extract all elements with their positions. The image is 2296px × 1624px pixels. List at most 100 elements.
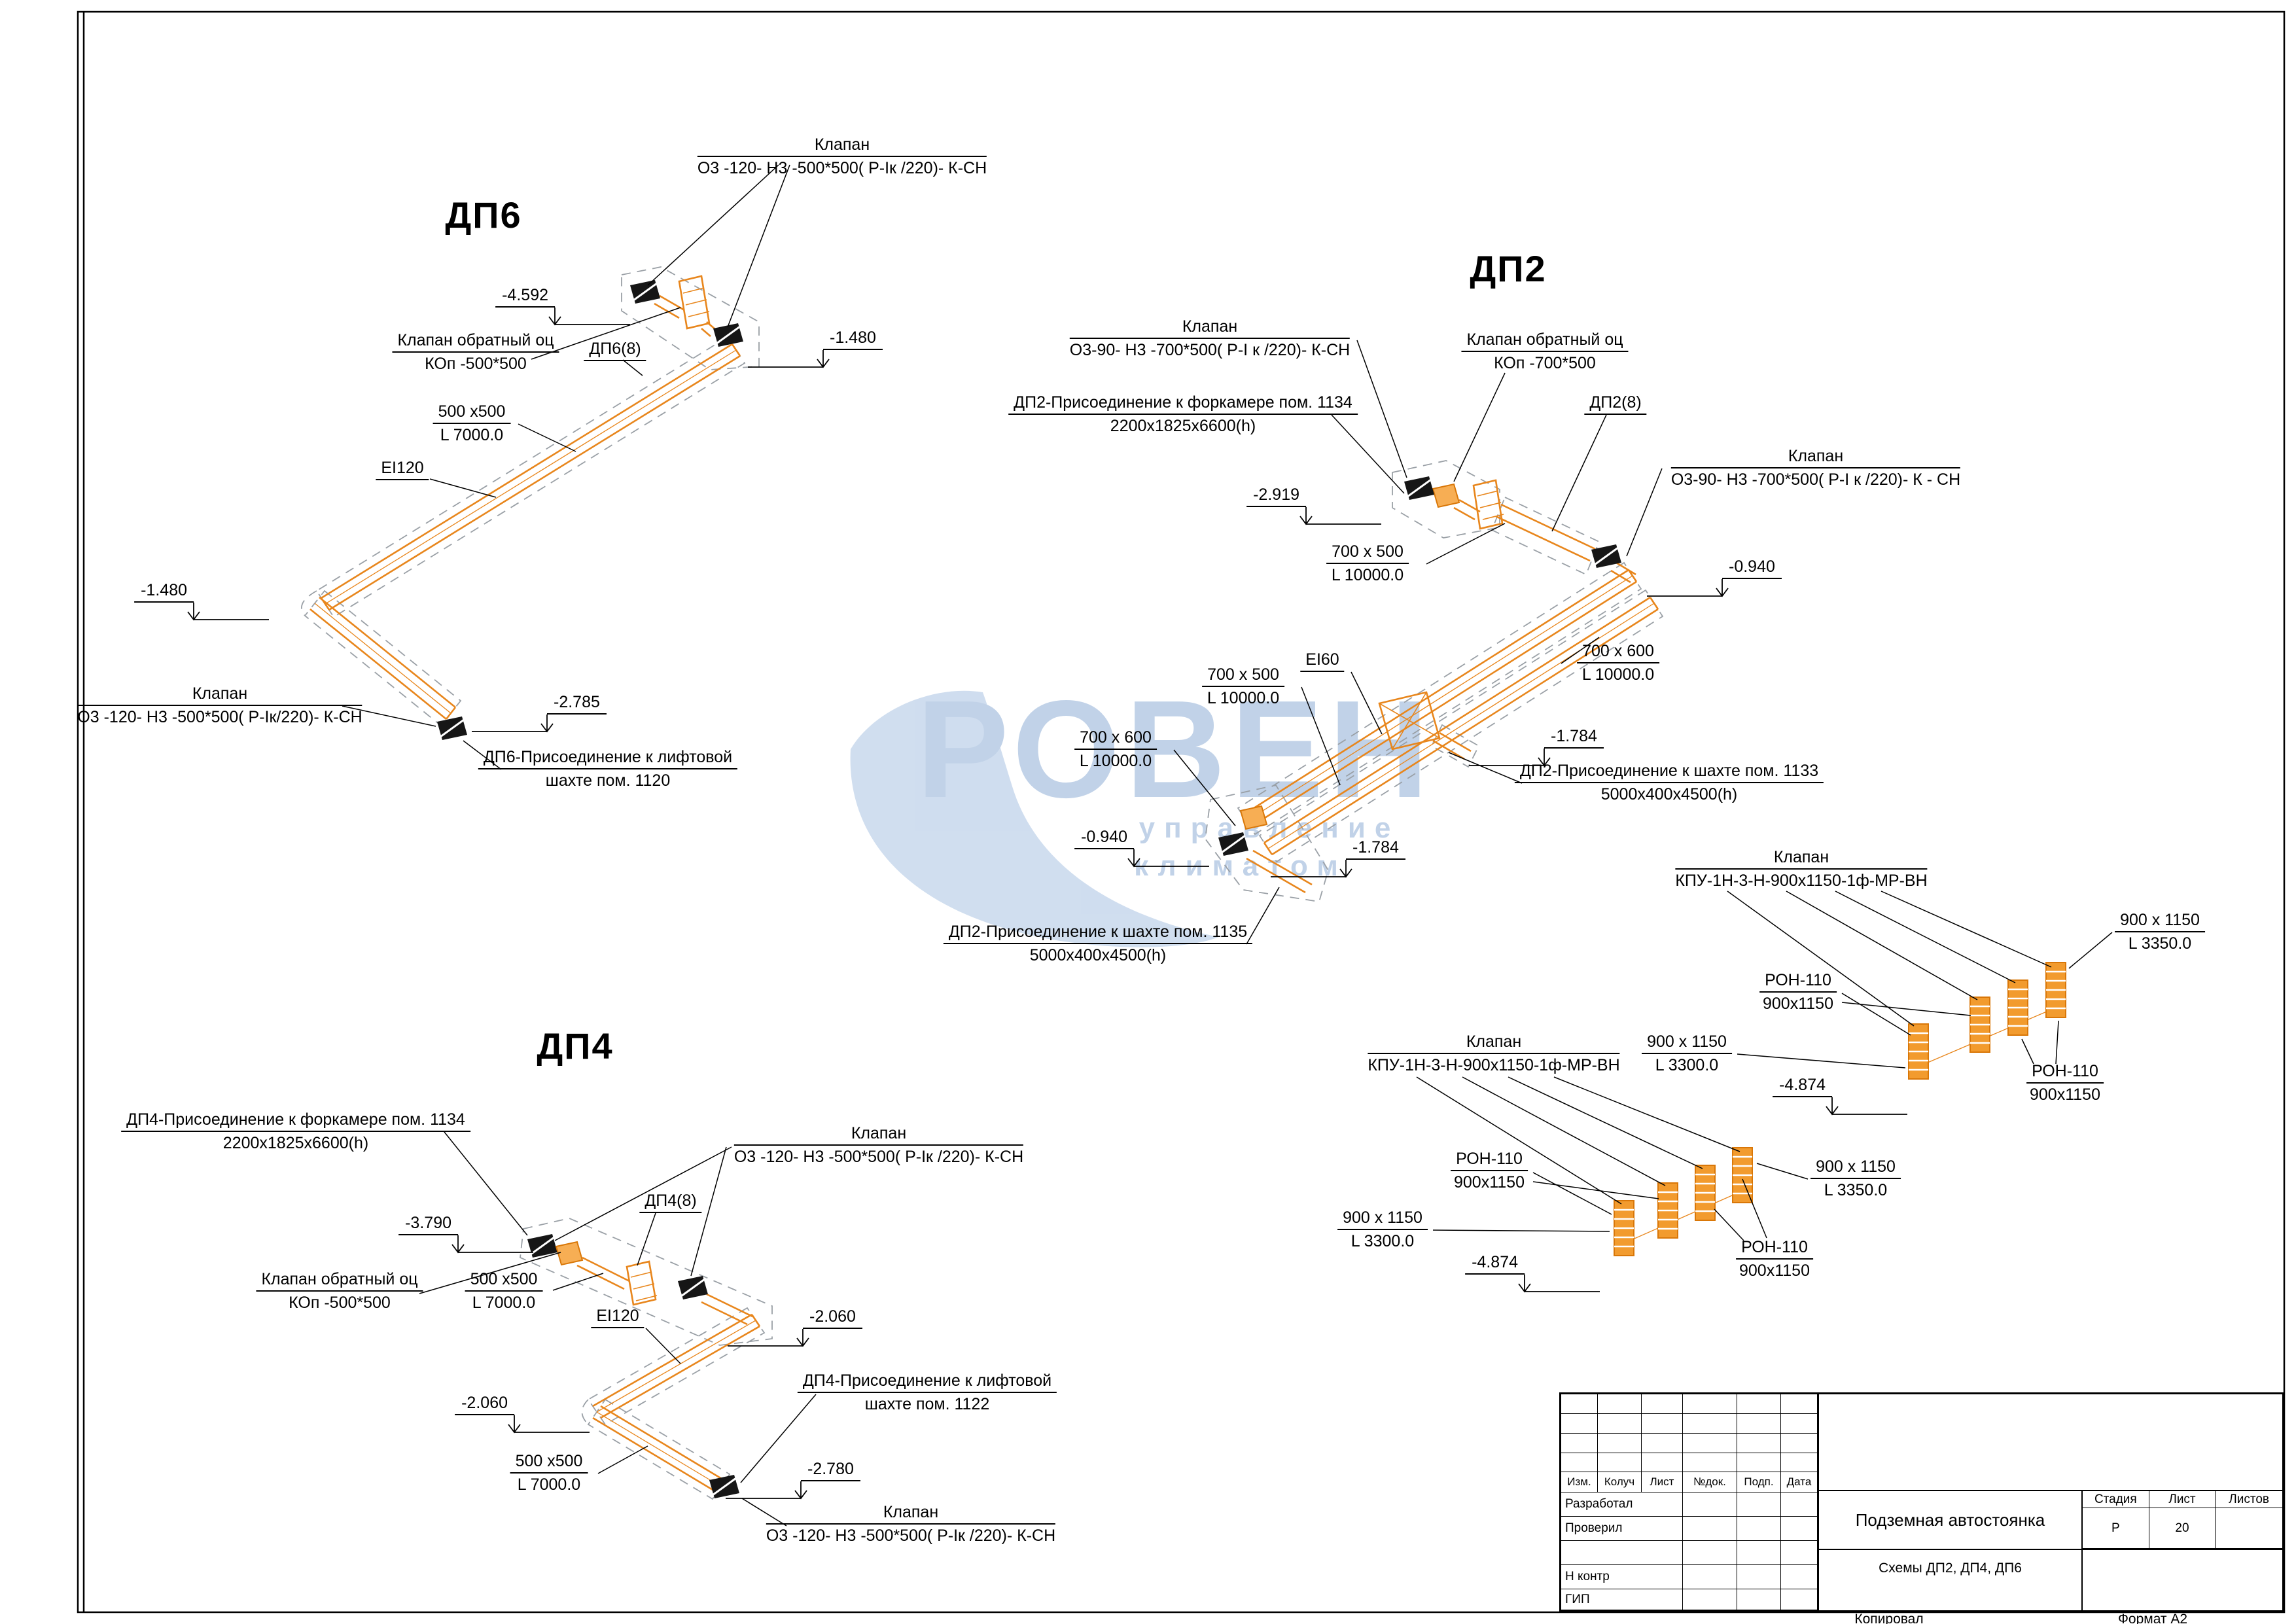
dp4-valve-mid-icon: [677, 1275, 709, 1301]
dp2-duct-scheme: [1127, 340, 1729, 945]
air-unit-icon: [1657, 1182, 1679, 1239]
dp2-conn-1135-note: ДП2-Присоединение к шахте пом. 1135 5000…: [943, 922, 1253, 965]
dp4-elev-2: -2.060: [803, 1307, 862, 1329]
dp2-end-box-icon: [1240, 805, 1267, 830]
air-unit-icon: [1613, 1199, 1635, 1257]
dp4-check-valve-note: Клапан обратный оц КОп -500*500: [256, 1269, 423, 1313]
air-unit-icon: [1731, 1146, 1754, 1204]
dp6-elev-right: -1.480: [823, 328, 883, 350]
elevation-marker: [1518, 1274, 1600, 1292]
organization-cell: [2083, 1550, 2282, 1610]
dp6-duct-dim: 500 х500 L 7000.0: [433, 402, 511, 445]
dp6-duct-scheme: [187, 164, 830, 770]
elevation-marker: [508, 1415, 590, 1433]
dp6-valve-end-icon: [436, 715, 468, 741]
elevation-marker: [747, 349, 830, 368]
dp2-duct-dim-b: 700 х 600 L 10000.0: [1577, 641, 1659, 684]
dp4-conn-lift-note: ДП4-Присоединение к лифтовой шахте пом. …: [797, 1371, 1057, 1414]
dp6-title: ДП6: [445, 194, 522, 236]
dp2-elev-1: -2.919: [1246, 485, 1306, 507]
elevation-marker: [471, 714, 554, 732]
dp2-elev-2: -0.940: [1722, 557, 1782, 579]
units-bottom-ron-right: РОН-110 900х1150: [1736, 1237, 1813, 1280]
dp4-tag: ДП4(8): [639, 1191, 702, 1213]
dp4-title: ДП4: [537, 1025, 614, 1067]
dp4-elev-4: -2.780: [801, 1459, 860, 1481]
sheet-title: Схемы ДП2, ДП4, ДП6: [1819, 1550, 2083, 1610]
air-unit-icon: [2007, 979, 2029, 1036]
dp2-valve-left-note: Клапан О3-90- Н3 -700*500( Р-I к /220)- …: [1069, 317, 1351, 359]
dp4-duct-dim-2: 500 х500 L 7000.0: [510, 1451, 588, 1494]
dp2-tag: ДП2(8): [1584, 393, 1647, 415]
dp6-valve-bottom-note: Клапан О3 -120- Н3 -500*500( Р-Iк/220)- …: [77, 684, 362, 726]
dp2-elev-3: -1.784: [1544, 726, 1604, 749]
air-unit-icon: [1694, 1164, 1716, 1222]
dp4-valve-top-note: Клапан О3 -120- Н3 -500*500( Р-Iк /220)-…: [733, 1124, 1024, 1166]
units-top-dim-3350: 900 х 1150 L 3350.0: [2115, 910, 2205, 953]
watermark-brand: РОВЕН: [916, 671, 1434, 826]
sheet-number: 20: [2149, 1508, 2216, 1549]
elevation-marker: [187, 602, 270, 620]
dp2-elev-5: -1.784: [1346, 838, 1405, 860]
dp2-conn-1133-note: ДП2-Присоединение к шахте пом. 1133 5000…: [1514, 761, 1824, 804]
elevation-marker: [548, 307, 631, 325]
dp2-conn-forechamber-note: ДП2-Присоединение к форкамере пом. 1134 …: [1008, 393, 1358, 436]
units-top-ron-left: РОН-110 900х1150: [1759, 970, 1837, 1014]
dp4-elev-1: -3.790: [398, 1213, 458, 1235]
dp6-valve-top-icon: [629, 279, 662, 305]
dp6-elev-left: -1.480: [134, 580, 194, 603]
dp2-title: ДП2: [1470, 248, 1547, 289]
dp4-elev-3: -2.060: [455, 1393, 514, 1415]
units-bottom-elev: -4.874: [1465, 1252, 1525, 1275]
dp4-valve-top-icon: [526, 1233, 559, 1259]
elevation-marker: [1646, 578, 1729, 597]
title-block: Изм. Колуч Лист №док. Подп. Дата Разрабо…: [1559, 1392, 2284, 1612]
revision-header-row: Изм. Колуч Лист №док. Подп. Дата: [1561, 1472, 1818, 1492]
dp4-valve-end-icon: [708, 1474, 741, 1500]
dp2-valve-right-icon: [1590, 543, 1623, 569]
dp6-elev-top: -4.592: [495, 285, 555, 308]
air-unit-icon: [1969, 996, 1991, 1053]
dp4-valve-bottom-note: Клапан О3 -120- Н3 -500*500( Р-Iк /220)-…: [766, 1503, 1056, 1545]
units-top-ron-right: РОН-110 900х1150: [2026, 1061, 2104, 1104]
dp4-fire-rating: EI120: [591, 1306, 645, 1328]
footer-format: Формат А2: [2117, 1612, 2188, 1624]
dp6-tag: ДП6(8): [584, 339, 646, 361]
stage-sheet-grid: Стадия Лист Листов Р 20: [2083, 1491, 2282, 1549]
dp2-duct-dim-a: 700 х 500 L 10000.0: [1326, 542, 1409, 585]
sheets-total: [2216, 1508, 2282, 1549]
dp4-conn-forechamber-note: ДП4-Присоединение к форкамере пом. 1134 …: [121, 1110, 470, 1153]
dp4-duct-scheme: [419, 1131, 817, 1527]
air-unit-icon: [1907, 1023, 1930, 1080]
title-block-main: Подземная автостоянка Стадия Лист Листов…: [1818, 1394, 2282, 1610]
dp4-duct-dim-1: 500 х500 L 7000.0: [465, 1269, 543, 1313]
dp2-elev-4: -0.940: [1074, 827, 1134, 849]
dp6-fire-rating: EI120: [376, 458, 429, 480]
elevation-marker: [1826, 1097, 1908, 1115]
units-bottom-dim-3300: 900 х 1150 L 3300.0: [1337, 1208, 1428, 1251]
watermark-logo: РОВЕН управление климатом: [850, 671, 1434, 947]
dp2-duct-dim-c: 700 х 500 L 10000.0: [1202, 665, 1284, 708]
stage-value: Р: [2083, 1508, 2149, 1549]
revision-table: Изм. Колуч Лист №док. Подп. Дата Разрабо…: [1561, 1394, 1818, 1610]
air-units: [1416, 891, 2113, 1292]
elevation-marker: [1299, 506, 1382, 525]
elevation-marker: [451, 1235, 534, 1253]
units-bottom-ron-left: РОН-110 900х1150: [1451, 1149, 1528, 1192]
dp6-check-valve-note: Клапан обратный оц КОп -500*500: [392, 330, 559, 374]
dp2-check-valve-note: Клапан обратный оц КОп -700*500: [1461, 330, 1629, 373]
dp4-check-valve-icon: [556, 1241, 583, 1265]
dp2-check-valve-icon: [1432, 484, 1460, 508]
designation-cell: [1819, 1394, 2282, 1491]
units-top-kpu-note: Клапан КПУ-1Н-3-Н-900х1150-1ф-МР-ВН: [1675, 848, 1928, 890]
dp2-valve-right-note: Клапан О3-90- Н3 -700*500( Р-I к /220)- …: [1670, 447, 1961, 489]
dp2-duct-dim-d: 700 х 600 L 10000.0: [1074, 728, 1157, 771]
air-unit-icon: [2045, 961, 2067, 1019]
footer-copied: Копировал: [1854, 1612, 1924, 1624]
dp2-fire-rating: EI60: [1300, 650, 1345, 672]
dp6-elev-bottom: -2.785: [547, 692, 607, 715]
object-name: Подземная автостоянка: [1819, 1491, 2083, 1549]
dp6-valve-top-note: Клапан О3 -120- Н3 -500*500( Р-Iк /220)-…: [697, 135, 987, 177]
